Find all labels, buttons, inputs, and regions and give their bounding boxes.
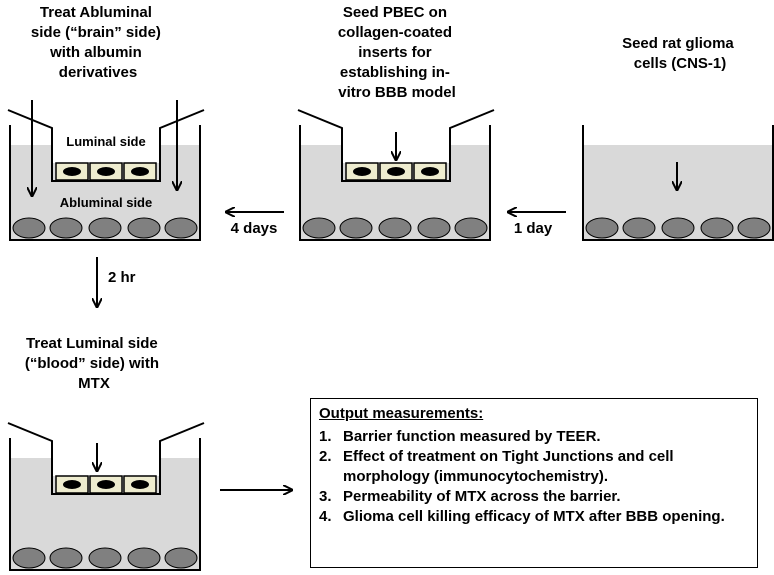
output-measurements-title: Output measurements: (319, 405, 484, 422)
output-measurements-list: 1. Barrier function measured by TEER. 2.… (319, 427, 757, 527)
treat-abluminal-text: Treat Abluminal side (“brain” side) with… (31, 4, 165, 81)
endothelial-monolayer (345, 162, 447, 181)
list-item-text: Glioma cell killing efficacy of MTX afte… (343, 508, 725, 525)
seed-glioma-text: Seed rat glioma cells (CNS-1) (622, 35, 738, 72)
list-item-number: 1. (319, 428, 332, 445)
list-item-text: Barrier function measured by TEER. (343, 428, 601, 445)
list-item-number: 3. (319, 488, 332, 505)
list-item-number: 4. (319, 508, 332, 525)
one-day-label: 1 day (514, 220, 553, 237)
well-abluminal-treatment: Luminal side Abluminal side (7, 100, 205, 241)
output-measurements-box: Output measurements: 1. Barrier function… (310, 398, 758, 568)
endothelial-monolayer (55, 162, 157, 181)
list-item: 1. Barrier function measured by TEER. (319, 427, 757, 447)
four-days-label: 4 days (231, 220, 278, 237)
luminal-side-label: Luminal side (66, 134, 145, 149)
list-item: 2. Effect of treatment on Tight Junction… (319, 447, 757, 487)
endothelial-monolayer (55, 475, 157, 494)
seed-pbec-text: Seed PBEC on collagen-coated inserts for… (338, 4, 456, 101)
list-item-text: Effect of treatment on Tight Junctions a… (343, 448, 674, 485)
well-luminal-treatment (7, 422, 205, 571)
list-item: 3. Permeability of MTX across the barrie… (319, 487, 757, 507)
two-hr-label: 2 hr (108, 269, 136, 286)
abluminal-side-label: Abluminal side (60, 195, 152, 210)
list-item: 4. Glioma cell killing efficacy of MTX a… (319, 507, 757, 527)
list-item-text: Permeability of MTX across the barrier. (343, 488, 621, 505)
well-pbec-seeding (297, 109, 495, 241)
glioma-cells (12, 547, 198, 569)
list-item-number: 2. (319, 448, 332, 465)
treat-luminal-text: Treat Luminal side (“blood” side) with M… (25, 335, 163, 392)
glioma-cells (302, 217, 488, 239)
glioma-cells (585, 217, 771, 239)
well-glioma-seeding (582, 125, 774, 241)
glioma-cells (12, 217, 198, 239)
